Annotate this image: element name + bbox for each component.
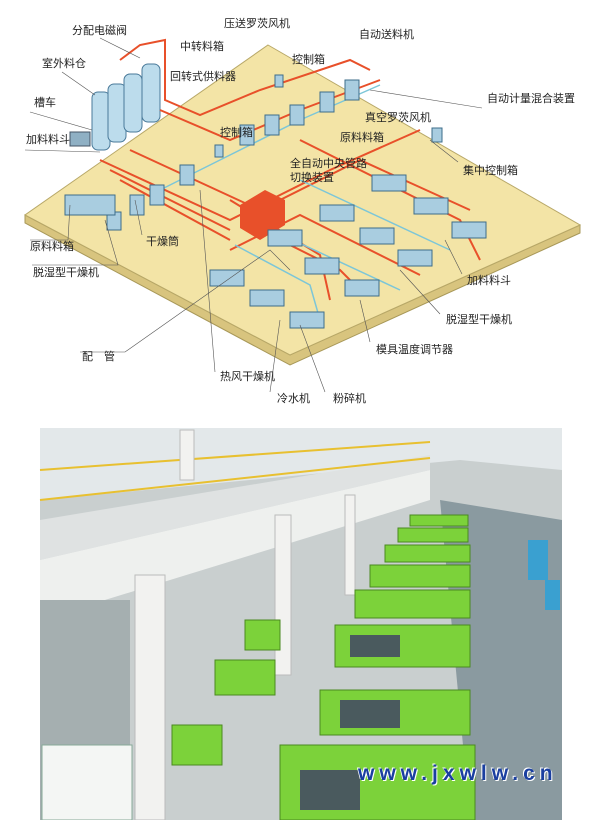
label-control-box-top: 控制箱 <box>292 53 325 66</box>
label-pressure-roots-blower: 压送罗茨风机 <box>224 17 290 30</box>
label-transfer-bin: 中转料箱 <box>180 40 224 53</box>
label-control-box-mid: 控制箱 <box>220 126 253 139</box>
yellow-railing <box>39 441 431 501</box>
label-chiller: 冷水机 <box>277 392 310 405</box>
injection-machines <box>64 74 487 329</box>
label-dehumidifying-dryer-left: 脱湿型干燥机 <box>33 266 99 279</box>
label-outdoor-silo: 室外料仓 <box>42 57 86 70</box>
label-mold-temp-controller: 模具温度调节器 <box>376 343 453 356</box>
columns <box>134 429 356 820</box>
label-dehumidifying-dryer-right: 脱湿型干燥机 <box>446 313 512 326</box>
label-feed-hopper-right: 加料料斗 <box>467 274 511 287</box>
tank-truck <box>69 131 91 147</box>
mezzanine <box>40 455 430 560</box>
label-auto-dosing-mixer: 自动计量混合装置 <box>487 92 575 105</box>
label-raw-material-bin-left: 原料料箱 <box>30 240 74 253</box>
label-distribution-valve: 分配电磁阀 <box>72 24 127 37</box>
label-piping: 配 管 <box>82 350 115 363</box>
label-hot-air-dryer: 热风干燥机 <box>220 370 275 383</box>
label-vacuum-roots-blower: 真空罗茨风机 <box>365 111 431 124</box>
label-crusher: 粉碎机 <box>333 392 366 405</box>
central-switch-unit <box>240 190 285 240</box>
pressure-pipes <box>99 38 481 301</box>
label-tank-truck: 槽车 <box>34 96 56 109</box>
watermark: www.jxwlw.cn <box>358 762 558 785</box>
central-feeding-system-diagram <box>24 37 582 393</box>
label-central-switch-1: 全自动中央管路 <box>290 157 367 170</box>
leader-lines <box>24 37 483 393</box>
platform <box>24 44 582 356</box>
label-raw-material-bin-mid: 原料料箱 <box>340 131 384 144</box>
label-rotary-feeder: 回转式供料器 <box>170 70 236 83</box>
outdoor-silos <box>91 63 161 151</box>
label-drying-drum: 干燥筒 <box>146 235 179 248</box>
label-central-control-box: 集中控制箱 <box>463 164 518 177</box>
label-feed-hopper-left: 加料料斗 <box>26 133 70 146</box>
label-auto-loader: 自动送料机 <box>359 28 414 41</box>
label-central-switch-2: 切换装置 <box>290 171 334 184</box>
